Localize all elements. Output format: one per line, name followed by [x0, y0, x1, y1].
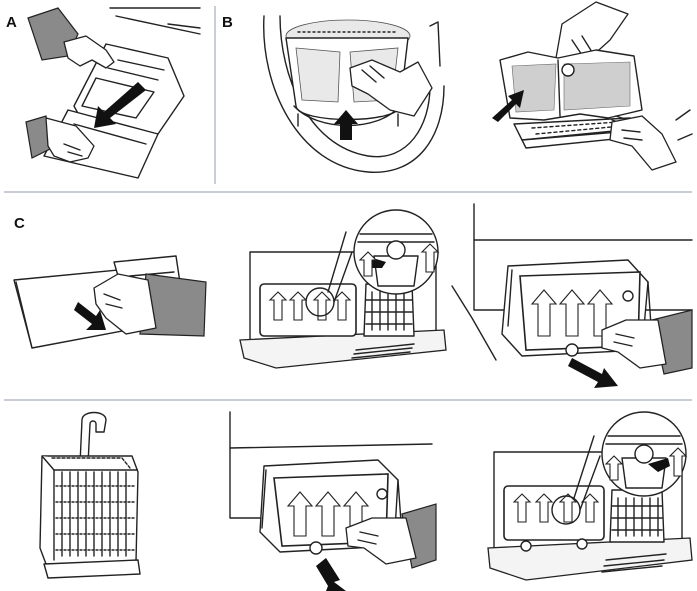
illustration-rinse-filter: [39, 411, 141, 579]
illustration-b-clean-lint: [492, 1, 693, 171]
illustration-b-filter-lift: [263, 15, 445, 173]
illustration-reinsert-condenser: [229, 411, 437, 591]
step-label-b: B: [222, 14, 233, 31]
illustration-lock-levers: [487, 411, 693, 581]
vertical-divider: [214, 6, 216, 184]
step-label-c: C: [14, 215, 25, 232]
illustration-a-drawer-removal: [25, 7, 201, 179]
illustration-c-open-door: [13, 255, 207, 349]
illustration-c-unlock-levers: [239, 209, 447, 369]
horizontal-divider-top: [4, 191, 692, 193]
horizontal-divider-bottom: [4, 399, 692, 401]
step-label-a: A: [6, 14, 17, 31]
illustration-c-pull-condenser: [451, 203, 693, 388]
